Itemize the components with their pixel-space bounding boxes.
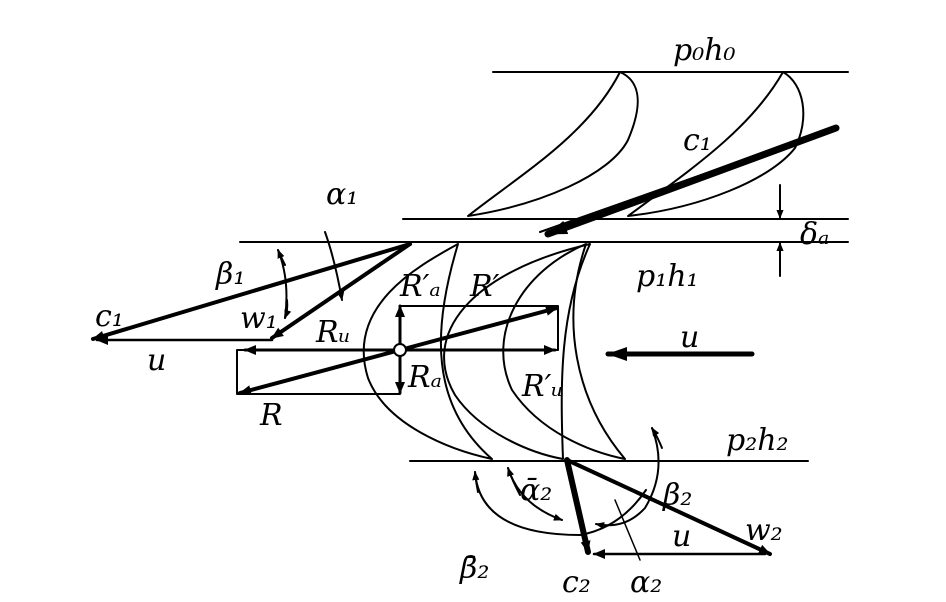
beta2-bar-angle-arc — [474, 471, 647, 536]
R-prime-force-vector — [398, 306, 559, 352]
beta2-label: β₂ — [662, 478, 692, 513]
alpha1-label: α₁ — [326, 177, 358, 212]
R-label: R — [259, 398, 283, 433]
Ru-label: Rᵤ — [315, 315, 351, 350]
u-bottom-label: u — [672, 519, 691, 554]
rotor-blade-1 — [362, 243, 493, 460]
alpha2-bar-arrow-start — [507, 467, 521, 496]
nozzle-blade-left — [467, 71, 639, 217]
beta1-arrowhead-top — [277, 249, 286, 266]
force-origin-point — [393, 343, 407, 357]
c1-inlet-vector — [91, 242, 412, 341]
beta2-angle-arc — [595, 427, 660, 530]
beta1-label: β₁ — [215, 257, 245, 292]
c1-nozzle-exit-vector — [544, 124, 840, 238]
c1-guide-line — [539, 139, 801, 233]
u-right-label: u — [680, 320, 699, 355]
alpha1-angle-arc — [324, 231, 345, 301]
Ra-prime-label: R′ₐ — [399, 269, 441, 304]
w2-label: w₂ — [745, 513, 783, 548]
nozzle-blade-right — [627, 71, 805, 217]
alpha2-leader-line — [614, 499, 641, 561]
alpha2-label: α₂ — [630, 565, 662, 600]
w1-label: w₁ — [240, 301, 278, 336]
p1h1-label: p₁h₁ — [636, 259, 699, 294]
p0h0-label: p₀h₀ — [673, 33, 736, 68]
Ra-label: Rₐ — [407, 360, 442, 395]
beta1-arrowhead-bottom — [284, 299, 292, 319]
c2-outlet-vector — [564, 457, 591, 555]
R-force-vector — [238, 348, 402, 395]
rotor-blade-3 — [502, 243, 626, 460]
alpha2-bar-label: ᾱ₂ — [520, 473, 552, 508]
delta-a-label: δₐ — [800, 217, 829, 252]
c2-label: c₂ — [562, 565, 591, 600]
beta2-bar-label: β̄₂ — [459, 551, 489, 586]
beta2-bar-arrow-left — [472, 471, 480, 493]
Ru-prime-label: R′ᵤ — [521, 369, 563, 404]
c1-left-label: c₁ — [95, 299, 124, 334]
beta2-arrow-top — [651, 427, 663, 449]
u-left-label: u — [147, 343, 166, 378]
c1-top-label: c₁ — [683, 123, 712, 158]
R-prime-label: R′ — [469, 269, 500, 304]
p2h2-label: p₂h₂ — [726, 423, 789, 458]
w2-outlet-vector — [565, 458, 772, 556]
rotor-blade-2 — [443, 243, 591, 460]
